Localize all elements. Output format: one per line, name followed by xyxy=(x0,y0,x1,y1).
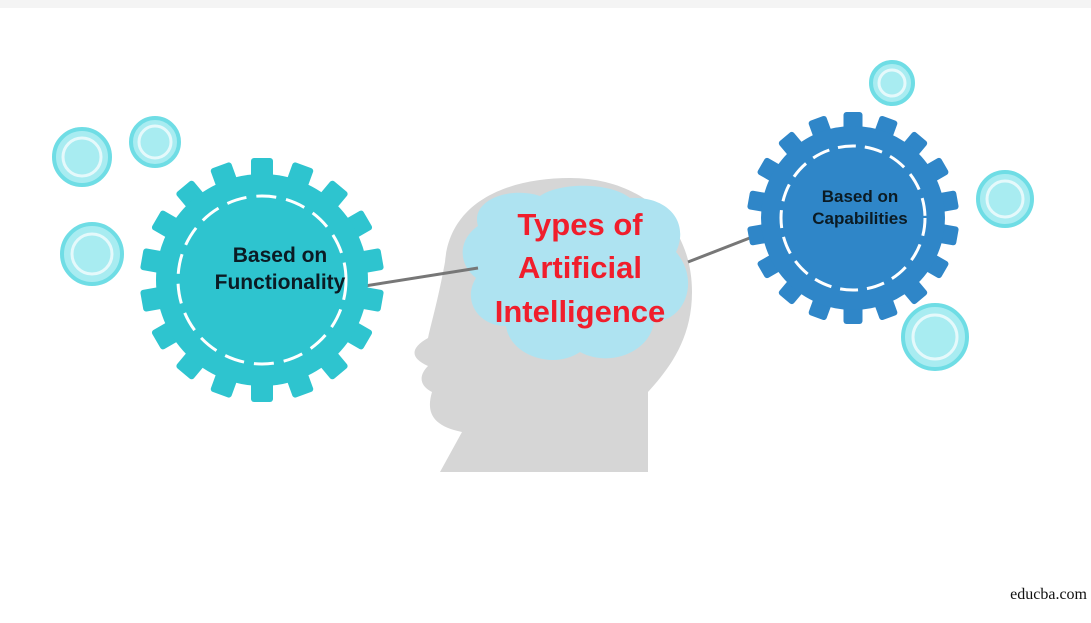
gear-label-line: Functionality xyxy=(214,270,346,294)
brain-shape xyxy=(462,185,689,360)
gear-label-line: Based on xyxy=(232,244,328,267)
gear-dashed-ring xyxy=(779,144,927,292)
connector-left xyxy=(351,266,479,290)
center-title-line: Artificial xyxy=(517,250,643,286)
top-band xyxy=(0,0,1091,8)
bubble xyxy=(869,60,915,106)
bubble-shine xyxy=(911,313,959,361)
center-title-line: Intelligence xyxy=(494,293,666,329)
watermark: educba.com xyxy=(1010,586,1087,603)
gear-label-functionality: Based on Functionality xyxy=(185,243,375,297)
bubble-shine xyxy=(877,68,907,98)
gear-label-line: Capabilities xyxy=(812,208,908,228)
gear-dashed-ring xyxy=(176,194,348,366)
connector-right xyxy=(687,232,761,264)
bubble-shine xyxy=(137,124,173,160)
center-title: Types of Artificial Intelligence xyxy=(470,203,690,333)
center-title-line: Types of xyxy=(517,207,643,242)
bubble-group-right xyxy=(869,60,1034,371)
gear-functionality xyxy=(140,158,384,402)
gear-label-line: Based on xyxy=(821,187,899,206)
bubble-group-left xyxy=(52,116,181,286)
bubble-shine xyxy=(985,179,1025,219)
bubble-shine xyxy=(61,136,103,178)
gear-capabilities xyxy=(747,112,959,324)
gear-label-capabilities: Based on Capabilities xyxy=(780,186,940,230)
bubble-shine xyxy=(70,232,114,276)
